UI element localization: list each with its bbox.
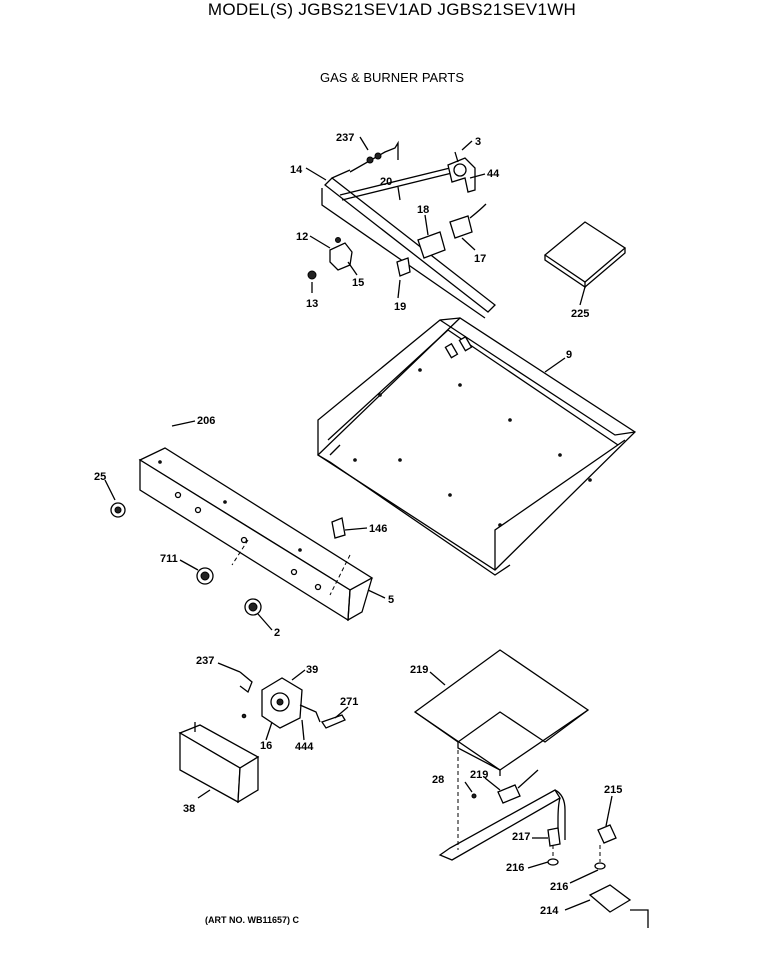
- label-39: 39: [306, 664, 318, 676]
- label-216-lower: 216: [550, 881, 568, 893]
- label-13: 13: [306, 298, 318, 310]
- label-14: 14: [290, 164, 303, 176]
- art-number: (ART NO. WB11657) C: [205, 915, 300, 925]
- label-15: 15: [352, 277, 364, 289]
- label-17: 17: [474, 253, 486, 265]
- label-3: 3: [475, 136, 481, 148]
- label-271: 271: [340, 696, 358, 708]
- part-2-knob: [244, 598, 262, 616]
- label-215: 215: [604, 784, 622, 796]
- label-9: 9: [566, 349, 572, 361]
- part-38-cover: [178, 722, 260, 804]
- model-title: MODEL(S) JGBS21SEV1AD JGBS21SEV1WH: [207, 0, 577, 19]
- part-9-burner-box: [316, 317, 637, 576]
- label-711: 711: [160, 553, 178, 565]
- section-title: GAS & BURNER PARTS: [320, 70, 464, 85]
- label-25: 25: [94, 471, 106, 483]
- part-5-manifold-panel: [138, 447, 374, 622]
- label-206: 206: [197, 415, 215, 427]
- label-18: 18: [417, 204, 429, 216]
- manifold-assembly: [307, 140, 496, 319]
- part-219-shield: [413, 649, 590, 776]
- label-225: 225: [571, 308, 589, 320]
- label-217: 217: [512, 831, 530, 843]
- label-28: 28: [432, 774, 444, 786]
- label-219: 219: [410, 664, 428, 676]
- label-44: 44: [487, 168, 500, 180]
- label-444: 444: [295, 741, 314, 753]
- label-38: 38: [183, 803, 195, 815]
- regulator-assembly: [239, 671, 346, 729]
- part-225-plate: [543, 221, 627, 289]
- panel-holes: [158, 460, 322, 591]
- label-216: 216: [506, 862, 524, 874]
- label-214: 214: [540, 905, 559, 917]
- label-146: 146: [369, 523, 387, 535]
- part-25-knob: [110, 502, 126, 518]
- label-2: 2: [274, 627, 280, 639]
- label-237: 237: [336, 132, 354, 144]
- label-12: 12: [296, 231, 308, 243]
- oven-burner-assembly: [438, 769, 649, 928]
- part-711-knob: [196, 567, 214, 585]
- leader-lines: [104, 136, 613, 911]
- part-146-clip: [331, 517, 346, 539]
- label-20: 20: [380, 176, 392, 188]
- box-rivets: [353, 368, 592, 527]
- label-5: 5: [388, 594, 394, 606]
- label-237-lower: 237: [196, 655, 214, 667]
- label-16: 16: [260, 740, 272, 752]
- part-labels: 237 3 14 20 44 18 12 17 15 13 19 225 9 2…: [94, 132, 622, 917]
- label-19: 19: [394, 301, 406, 313]
- label-219-lower: 219: [470, 769, 488, 781]
